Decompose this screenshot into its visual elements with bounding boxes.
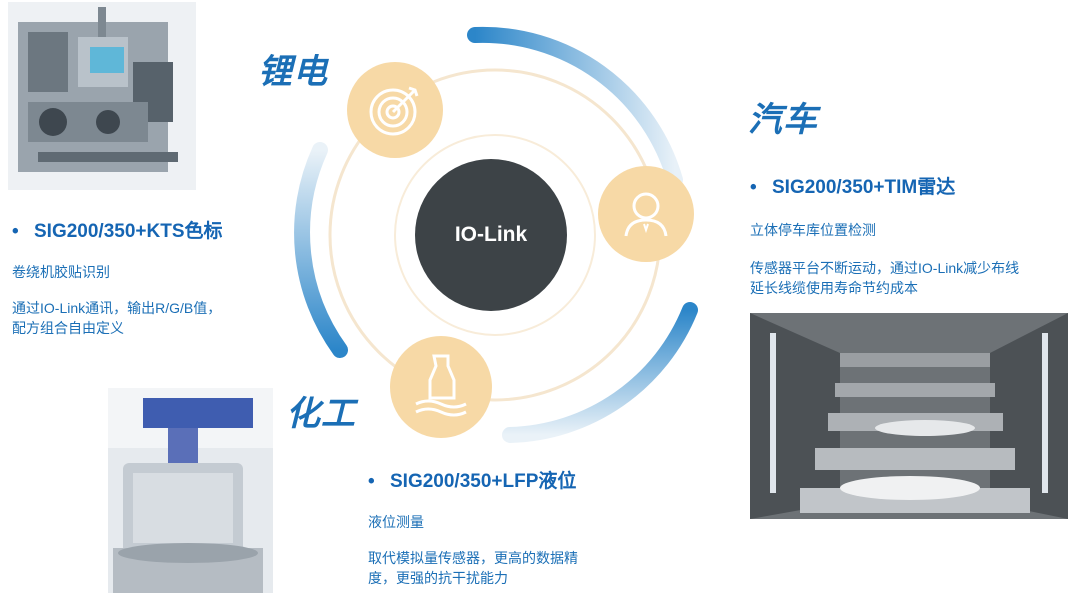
lithium-icon-circle [347, 62, 443, 158]
chemical-tank-photo [108, 388, 273, 593]
product-title-automotive: •SIG200/350+TIM雷达 [750, 177, 956, 198]
io-link-hub: IO-Link [415, 159, 567, 311]
chemical-icon-circle [390, 336, 492, 438]
detail-chemical: 取代模拟量传感器，更高的数据精 度，更强的抗干扰能力 [368, 548, 578, 588]
lithium-machine-photo [8, 2, 196, 190]
detail-line: 通过IO-Link通讯，输出R/G/B值， [12, 300, 222, 316]
industry-label-lithium: 锂电 [258, 53, 328, 91]
application-chemical: 液位测量 [368, 514, 424, 530]
detail-line: 配方组合自由定义 [12, 320, 124, 336]
detail-lithium: 通过IO-Link通讯，输出R/G/B值， 配方组合自由定义 [12, 298, 221, 338]
person-icon [624, 192, 668, 237]
bullet: • [750, 177, 757, 198]
hub-label: IO-Link [454, 223, 528, 246]
detail-line: 度，更强的抗干扰能力 [368, 570, 508, 586]
detail-automotive: 传感器平台不断运动，通过IO-Link减少布线 延长线缆使用寿命节约成本 [750, 258, 1019, 298]
parking-garage-photo [750, 313, 1068, 519]
application-automotive: 立体停车库位置检测 [750, 222, 876, 238]
io-link-ring-diagram [294, 26, 698, 443]
liquid-bottle-icon [415, 354, 467, 417]
automotive-icon-circle [598, 166, 694, 262]
detail-line: 延长线缆使用寿命节约成本 [750, 280, 918, 296]
target-icon [369, 86, 419, 136]
detail-line: 传感器平台不断运动，通过IO-Link减少布线 [750, 260, 1020, 276]
bullet: • [12, 221, 19, 242]
application-lithium: 卷绕机胶贴识别 [12, 264, 110, 280]
detail-line: 取代模拟量传感器，更高的数据精 [368, 550, 578, 566]
bullet: • [368, 471, 375, 492]
product-title-chemical: •SIG200/350+LFP液位 [368, 471, 577, 492]
industry-label-automotive: 汽车 [748, 101, 818, 139]
industry-label-chemical: 化工 [286, 395, 356, 433]
product-title-lithium: •SIG200/350+KTS色标 [12, 221, 223, 242]
